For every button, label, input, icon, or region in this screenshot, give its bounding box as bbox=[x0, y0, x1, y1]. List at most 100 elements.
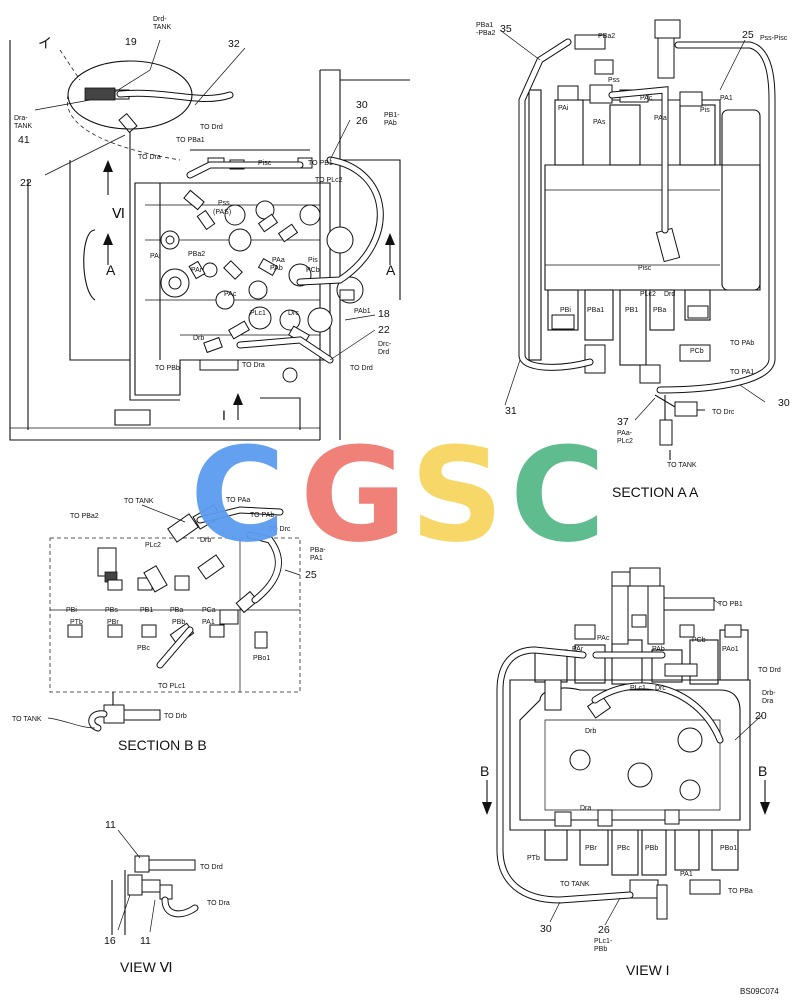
callout-22b: 22 bbox=[378, 324, 390, 336]
aa-label-pss: Pss bbox=[608, 77, 620, 84]
label-line: Drd- bbox=[153, 16, 167, 23]
label-plc1: PLc1 bbox=[250, 310, 266, 317]
section-bb: TO TANK TO PAa TO PAb TO Drc TO PBa2 PLc… bbox=[12, 497, 326, 753]
callout-41: 41 bbox=[18, 134, 30, 146]
note-drd-tank: Drd-TANK bbox=[153, 16, 171, 31]
bb-label-ptb: PTb bbox=[70, 619, 83, 626]
aa-note-pss-pisc: Pss-Pisc bbox=[760, 35, 788, 42]
marker-a-left: A bbox=[106, 262, 116, 278]
label-to-plc2: TO PLc2 bbox=[315, 177, 343, 184]
bb-label-pbb: PBb bbox=[172, 619, 185, 626]
label-line: PLc2 bbox=[617, 438, 633, 445]
drawing-code: BS09C074 bbox=[740, 987, 779, 996]
note-pb1-pab: PB1-PAb bbox=[384, 112, 400, 127]
label-to-drd: TO Drd bbox=[200, 124, 223, 131]
view-i-callout-26: 26 bbox=[598, 924, 610, 936]
label-pba2: PBa2 bbox=[188, 251, 205, 258]
label-to-pbb: TO PBb bbox=[155, 365, 180, 372]
label-line: PA1 bbox=[310, 555, 323, 562]
label-drc: Drc bbox=[288, 310, 299, 317]
bb-callout-25: 25 bbox=[305, 569, 317, 581]
aa-label-pa1: PA1 bbox=[720, 95, 733, 102]
section-bb-title: SECTION B B bbox=[118, 737, 207, 753]
small-i-marker: イ bbox=[38, 35, 52, 51]
label-line: TANK bbox=[153, 24, 171, 31]
vi-view-label-to-pba: TO PBa bbox=[728, 888, 753, 895]
aa-label-pba2: PBa2 bbox=[598, 33, 615, 40]
aa-label-pai: PAi bbox=[558, 105, 569, 112]
watermark-letter-c1: C bbox=[190, 419, 285, 571]
vi-view-label-pa1: PA1 bbox=[680, 871, 693, 878]
vi-view-label-plc1: PLc1 bbox=[630, 685, 646, 692]
label-pab1: PAb1 bbox=[354, 308, 371, 315]
aa-note-pba1-pba2: PBa1-PBa2 bbox=[476, 22, 496, 37]
vi-view-label-drc: Drc bbox=[655, 685, 666, 692]
bb-label-plc2: PLc2 bbox=[145, 542, 161, 549]
bb-label-pbs: PBs bbox=[105, 607, 118, 614]
label-par: PAr bbox=[191, 267, 203, 274]
vi-view-label-pac: PAc bbox=[597, 635, 610, 642]
vi-view-label-to-tank: TO TANK bbox=[560, 881, 590, 888]
note-dra-tank: Dra-TANK bbox=[14, 115, 32, 130]
vi-view-label-pcb: PCb bbox=[692, 637, 706, 644]
bb-label-pbc: PBc bbox=[137, 645, 150, 652]
marker-b-right: B bbox=[758, 763, 767, 779]
label-pab: PAb bbox=[270, 265, 283, 272]
label-line: PB1- bbox=[384, 112, 400, 119]
bb-label-to-drb: TO Drb bbox=[164, 713, 187, 720]
aa-label-to-tank: TO TANK bbox=[667, 462, 697, 469]
vi-view-label-to-drd: TO Drd bbox=[758, 667, 781, 674]
bb-label-pb1: PB1 bbox=[140, 607, 153, 614]
label-pai: PAi bbox=[150, 253, 161, 260]
vi-label-to-dra: TO Dra bbox=[207, 900, 230, 907]
bb-label-to-pab: TO PAb bbox=[250, 512, 274, 519]
label-line: Dra bbox=[762, 698, 773, 705]
label-pisc: Pisc bbox=[258, 160, 272, 167]
label-line: PBa1 bbox=[476, 22, 493, 29]
label-pac: PAc bbox=[224, 291, 237, 298]
aa-label-pac: PAc bbox=[640, 95, 653, 102]
label-line: TANK bbox=[14, 123, 32, 130]
label-to-drd-2: TO Drd bbox=[350, 365, 373, 372]
aa-callout-31: 31 bbox=[505, 405, 517, 417]
note-drc-drd: Drc-Drd bbox=[378, 341, 392, 356]
aa-label-drd: Drd bbox=[664, 291, 675, 298]
aa-label-pas: PAs bbox=[593, 119, 606, 126]
view-i-callout-30: 30 bbox=[540, 923, 552, 935]
marker-i: I bbox=[222, 407, 226, 423]
section-aa: 35 25 31 30 37 PBa1-PBa2 Pss-Pisc PAa-PL… bbox=[476, 19, 790, 500]
bb-label-drb: Drb bbox=[200, 537, 211, 544]
label-pis: Pis bbox=[308, 257, 318, 264]
callout-30: 30 bbox=[356, 99, 368, 111]
aa-label-pb1: PB1 bbox=[625, 307, 638, 314]
label-line: Drb- bbox=[762, 690, 776, 697]
bb-label-pbr: PBr bbox=[107, 619, 119, 626]
view-i-note-plc1-pbb: PLc1-PBb bbox=[594, 938, 613, 953]
aa-label-pis: Pis bbox=[700, 107, 710, 114]
view-i: TO PB1 PAc PCb PAr PAb PAo1 TO Drd PLc1 … bbox=[480, 567, 781, 978]
label-to-pb1: TO PB1 bbox=[308, 160, 333, 167]
marker-b-left: B bbox=[480, 763, 489, 779]
vi-view-label-pao1: PAo1 bbox=[722, 646, 739, 653]
vi-view-label-par: PAr bbox=[572, 646, 584, 653]
label-to-dra-2: TO Dra bbox=[242, 362, 265, 369]
callout-19: 19 bbox=[125, 36, 137, 48]
label-to-dra: TO Dra bbox=[138, 154, 161, 161]
label-line: Drc- bbox=[378, 341, 392, 348]
bb-label-to-tank: TO TANK bbox=[12, 716, 42, 723]
vi-callout-16: 16 bbox=[104, 935, 116, 947]
vi-view-label-pbo1: PBo1 bbox=[720, 845, 737, 852]
label-drb: Drb bbox=[193, 335, 204, 342]
bb-label-pbo1: PBo1 bbox=[253, 655, 270, 662]
view-i-callout-20: 20 bbox=[755, 710, 767, 722]
aa-label-to-drc: TO Drc bbox=[712, 409, 735, 416]
top-left-view: 32 19 30 26 41 22 18 22 イ Drd-TANK Dra-T… bbox=[9, 16, 410, 441]
vi-view-label-pab: PAb bbox=[652, 646, 665, 653]
marker-vi: Ⅵ bbox=[112, 205, 125, 221]
label-line: PAb bbox=[384, 120, 397, 127]
marker-a-right: A bbox=[386, 262, 396, 278]
vi-view-label-pbr: PBr bbox=[585, 845, 597, 852]
aa-label-paa: PAa bbox=[654, 115, 667, 122]
view-vi-title: VIEW Ⅵ bbox=[120, 959, 173, 975]
label-line: Dra- bbox=[14, 115, 28, 122]
